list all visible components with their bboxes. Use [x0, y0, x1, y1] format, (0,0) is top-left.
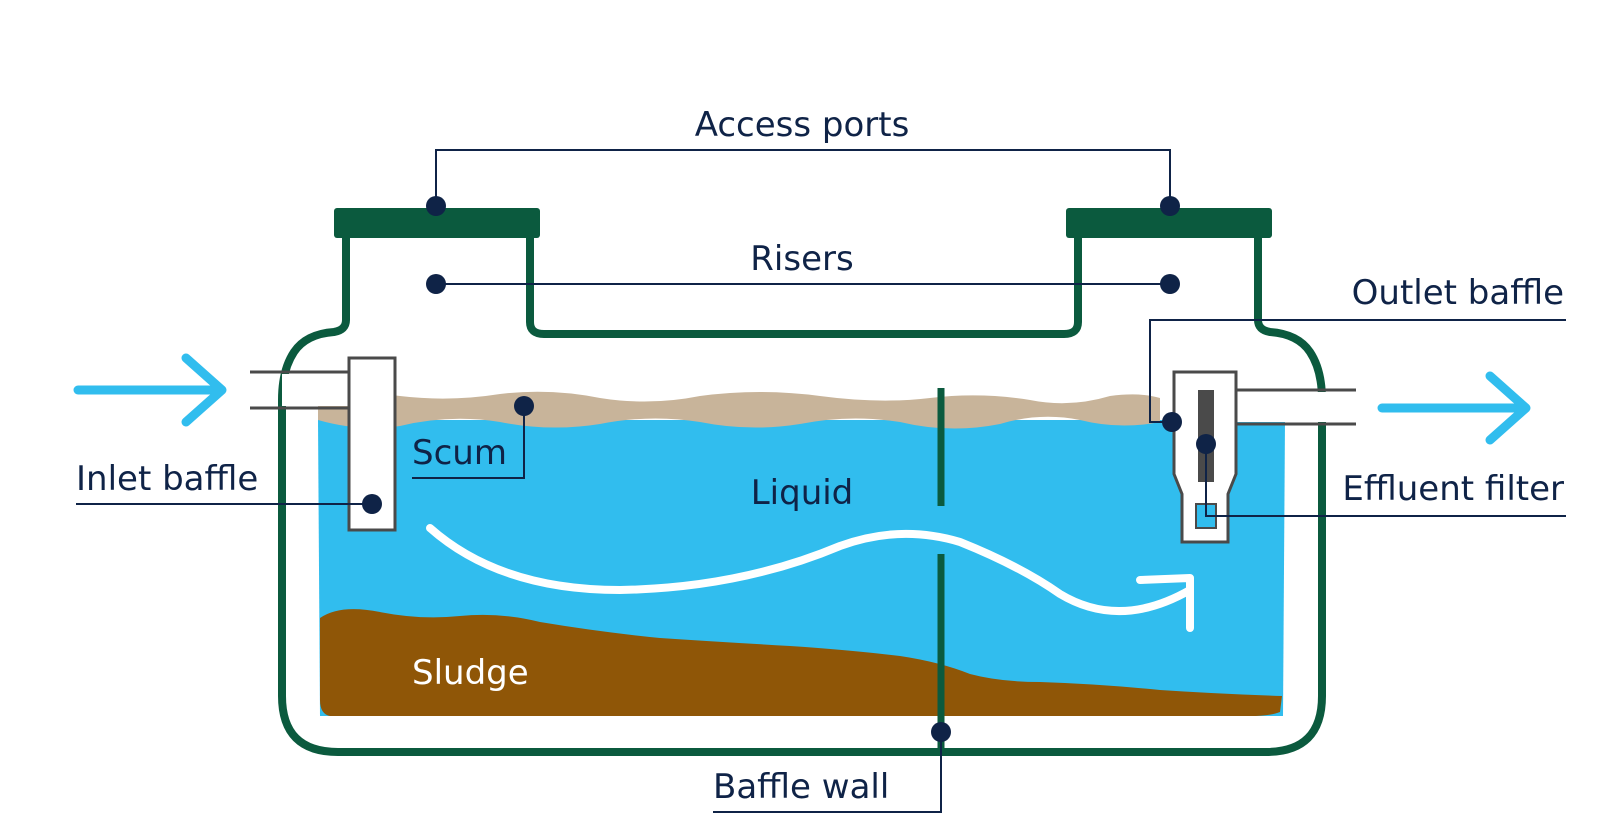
- inlet-baffle-leader: [76, 494, 382, 514]
- scum-leader: [412, 396, 534, 479]
- liquid-label: Liquid: [751, 473, 854, 513]
- risers-leader: [426, 274, 1180, 294]
- risers-label: Risers: [750, 239, 853, 279]
- sludge-label: Sludge: [412, 653, 529, 693]
- flow-arrow-head-icon: [1136, 574, 1194, 632]
- sludge-layer: [320, 609, 1282, 716]
- effluent-filter-leader: [1196, 434, 1566, 517]
- baffle-wall-label: Baffle wall: [713, 767, 889, 807]
- scum-label: Scum: [412, 433, 507, 473]
- access-port-lid-left: [334, 208, 540, 238]
- inlet-baffle-label: Inlet baffle: [76, 459, 258, 499]
- baffle-wall-leader: [713, 722, 951, 813]
- outlet-baffle-leader: [1149, 319, 1566, 432]
- access-ports-label: Access ports: [695, 105, 910, 145]
- outlet-pipe: [1236, 388, 1356, 426]
- effluent-filter-label: Effluent filter: [1342, 469, 1564, 509]
- inlet-pipe: [250, 370, 350, 410]
- outlet-baffle-label: Outlet baffle: [1352, 273, 1564, 313]
- outlet-arrow-icon: [1377, 371, 1531, 445]
- tank-wall: [278, 232, 1326, 756]
- riser-left-inner-wall: [526, 232, 1082, 338]
- access-port-lid-right: [1066, 208, 1272, 238]
- access-ports-leader: [426, 149, 1180, 216]
- inlet-arrow-icon: [73, 353, 227, 427]
- flow-arrow-icon: [426, 524, 1194, 615]
